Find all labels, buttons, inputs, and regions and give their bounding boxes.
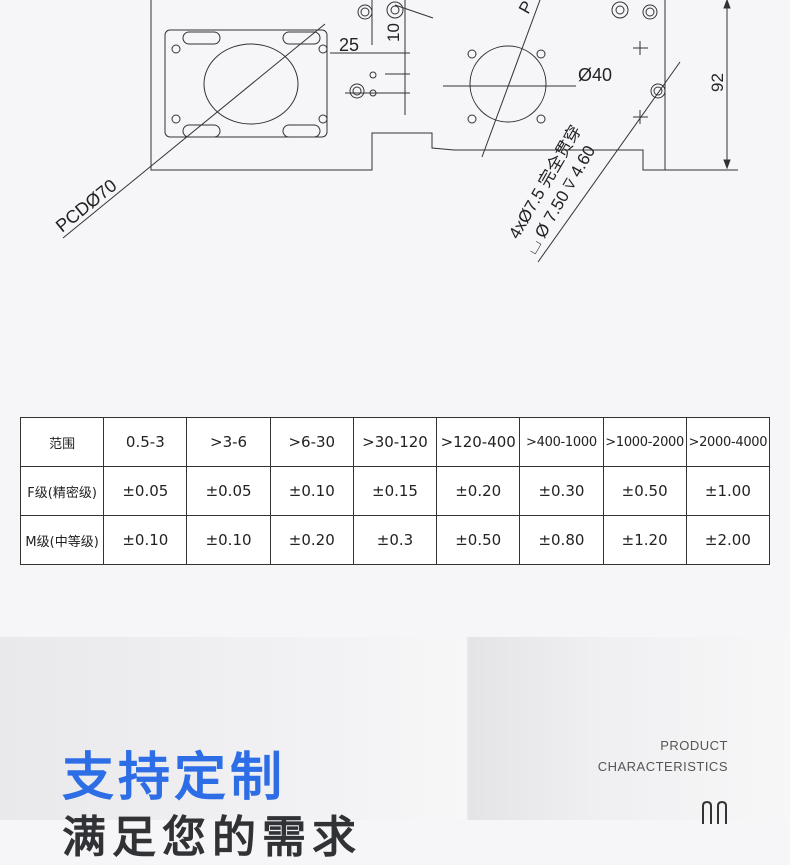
table-cell: >400-1000 <box>519 417 604 467</box>
dim-10-label: 10 <box>384 23 403 42</box>
table-cell: >120-400 <box>436 417 521 467</box>
bore-circle <box>469 45 547 123</box>
dim-25-label: 25 <box>339 35 359 55</box>
table-cell: ±0.05 <box>103 466 188 516</box>
table-cell: ±0.10 <box>186 515 271 565</box>
plate-outline <box>150 0 666 171</box>
table-cell: ±1.20 <box>602 515 687 565</box>
table-cell: ±0.10 <box>103 515 188 565</box>
customization-banner: 支持定制 满足您的需求 PRODUCT CHARACTERISTICS <box>0 637 790 863</box>
table-cell: >1000-2000 <box>602 417 687 467</box>
banner-en-line1: PRODUCT <box>660 738 728 753</box>
table-cell: 0.5-3 <box>103 417 188 467</box>
table-cell: ±0.50 <box>602 466 687 516</box>
top-leader-label: P <box>515 0 537 17</box>
pcd-label: PCDØ70 <box>52 175 121 236</box>
banner-en-line2: CHARACTERISTICS <box>597 759 728 774</box>
table-cell: >6-30 <box>269 417 354 467</box>
dim-92-label: 92 <box>708 73 727 92</box>
technical-drawing: PCDØ70 25 10 Ø40 92 4xØ7.5 完全贯穿 ⌴ Ø 7.50… <box>52 0 738 263</box>
table-cell: >30-120 <box>352 417 438 467</box>
table-cell: F级(精密级) <box>19 466 105 516</box>
table-cell: ±0.3 <box>352 515 438 565</box>
motor-mount-frame <box>164 29 328 138</box>
table-row: F级(精密级) ±0.05 ±0.05 ±0.10 ±0.15 ±0.20 ±0… <box>19 466 771 516</box>
table-cell: ±2.00 <box>685 515 771 565</box>
table-cell: 范围 <box>19 417 105 467</box>
banner-subtitle: 满足您的需求 <box>62 812 362 863</box>
tolerance-table: 范围 0.5-3 >3-6 >6-30 >30-120 >120-400 >40… <box>19 417 771 565</box>
table-cell: ±0.10 <box>269 466 354 516</box>
table-cell: ±0.30 <box>519 466 604 516</box>
table-cell: >2000-4000 <box>685 417 771 467</box>
table-cell: ±1.00 <box>685 466 771 516</box>
quote-mark-icon <box>702 800 727 824</box>
banner-title: 支持定制 <box>62 748 287 808</box>
table-cell: ±0.50 <box>436 515 521 565</box>
table-row: M级(中等级) ±0.10 ±0.10 ±0.20 ±0.3 ±0.50 ±0.… <box>19 515 771 565</box>
table-header-row: 范围 0.5-3 >3-6 >6-30 >30-120 >120-400 >40… <box>19 417 771 467</box>
table-cell: ±0.05 <box>186 466 271 516</box>
bore-label: Ø40 <box>578 65 612 85</box>
table-cell: ±0.80 <box>519 515 604 565</box>
table-cell: M级(中等级) <box>19 515 105 565</box>
table-cell: >3-6 <box>186 417 271 467</box>
table-cell: ±0.20 <box>269 515 354 565</box>
table-cell: ±0.20 <box>436 466 521 516</box>
table-cell: ±0.15 <box>352 466 438 516</box>
